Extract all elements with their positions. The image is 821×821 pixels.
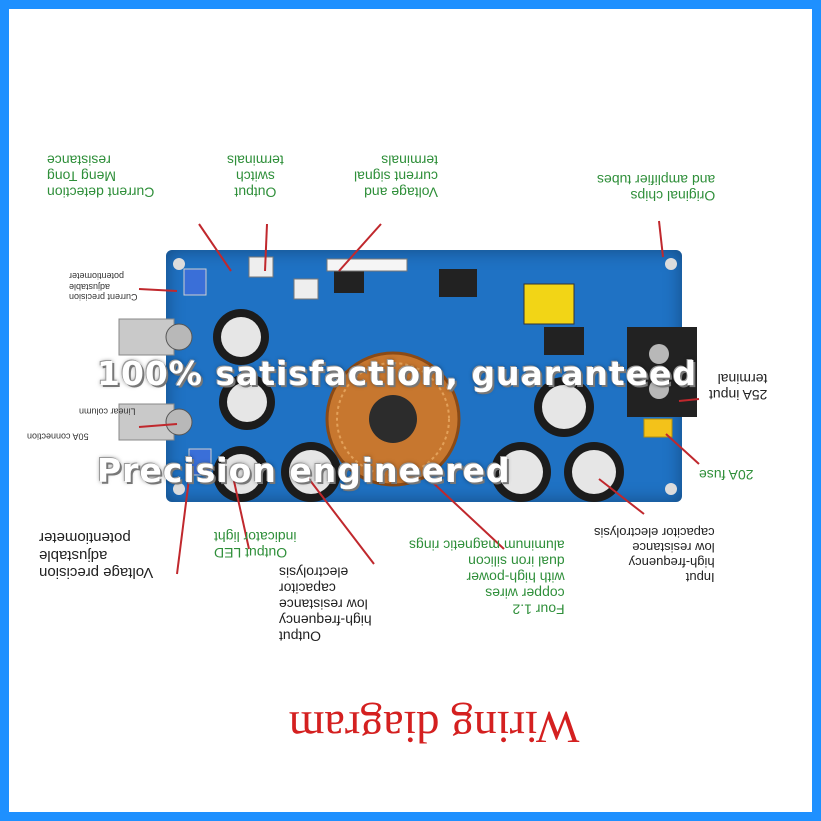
chip bbox=[439, 269, 477, 297]
label-output-switch: Output switch terminals bbox=[227, 152, 284, 201]
overlay-precision-text: Precision engineered bbox=[97, 451, 511, 490]
label-20a-fuse: 20A fuse bbox=[699, 467, 754, 484]
terminal-block bbox=[118, 403, 175, 441]
mount-hole bbox=[665, 258, 677, 270]
label-25a-input: 25A input terminal bbox=[709, 371, 768, 404]
wiring-diagram-title: Wiring diagram bbox=[288, 702, 580, 753]
fuse bbox=[643, 418, 673, 438]
label-original-chips: Original chips and amplifier tubes bbox=[597, 172, 716, 205]
connector bbox=[326, 258, 408, 272]
label-output-led: Output LED indicator light bbox=[214, 529, 297, 562]
terminal-screw bbox=[165, 323, 193, 351]
label-voltage-pot: Voltage precision adjustable potentiomet… bbox=[39, 529, 154, 581]
label-output-caps: Output high-frequency low resistance cap… bbox=[279, 564, 372, 645]
overlay-satisfaction-text: 100% satisfaction, guaranteed bbox=[97, 354, 698, 393]
chip bbox=[334, 271, 364, 293]
transformer bbox=[523, 283, 575, 325]
terminal-screw bbox=[649, 344, 669, 364]
label-magnetic-rings: Four 1.2 copper wires with high-power du… bbox=[409, 537, 565, 618]
label-input-caps: Input high-frequency low resistance capa… bbox=[594, 524, 715, 585]
mount-hole bbox=[173, 258, 185, 270]
terminal-screw bbox=[649, 379, 669, 399]
label-voltage-current: Voltage and current signal terminals bbox=[354, 152, 439, 201]
chip bbox=[544, 327, 584, 355]
terminal-block bbox=[118, 318, 175, 356]
mount-hole bbox=[173, 483, 185, 495]
connector bbox=[293, 278, 319, 300]
pointer-lines bbox=[138, 220, 700, 575]
product-image: Current detection Meng Tong resistance O… bbox=[9, 9, 812, 812]
label-current-detection: Current detection Meng Tong resistance bbox=[47, 152, 155, 201]
mount-hole bbox=[665, 483, 677, 495]
label-50a-connection: 50A connection bbox=[27, 431, 89, 442]
input-terminal bbox=[627, 327, 697, 417]
board-illustration bbox=[118, 220, 700, 575]
label-current-pot: Current precision adjustable potentiomet… bbox=[69, 271, 138, 303]
potentiometer bbox=[183, 268, 207, 296]
terminal-screw bbox=[165, 408, 193, 436]
label-linear-column: Linear column bbox=[79, 406, 136, 417]
potentiometer bbox=[188, 448, 212, 476]
connector bbox=[248, 256, 274, 278]
